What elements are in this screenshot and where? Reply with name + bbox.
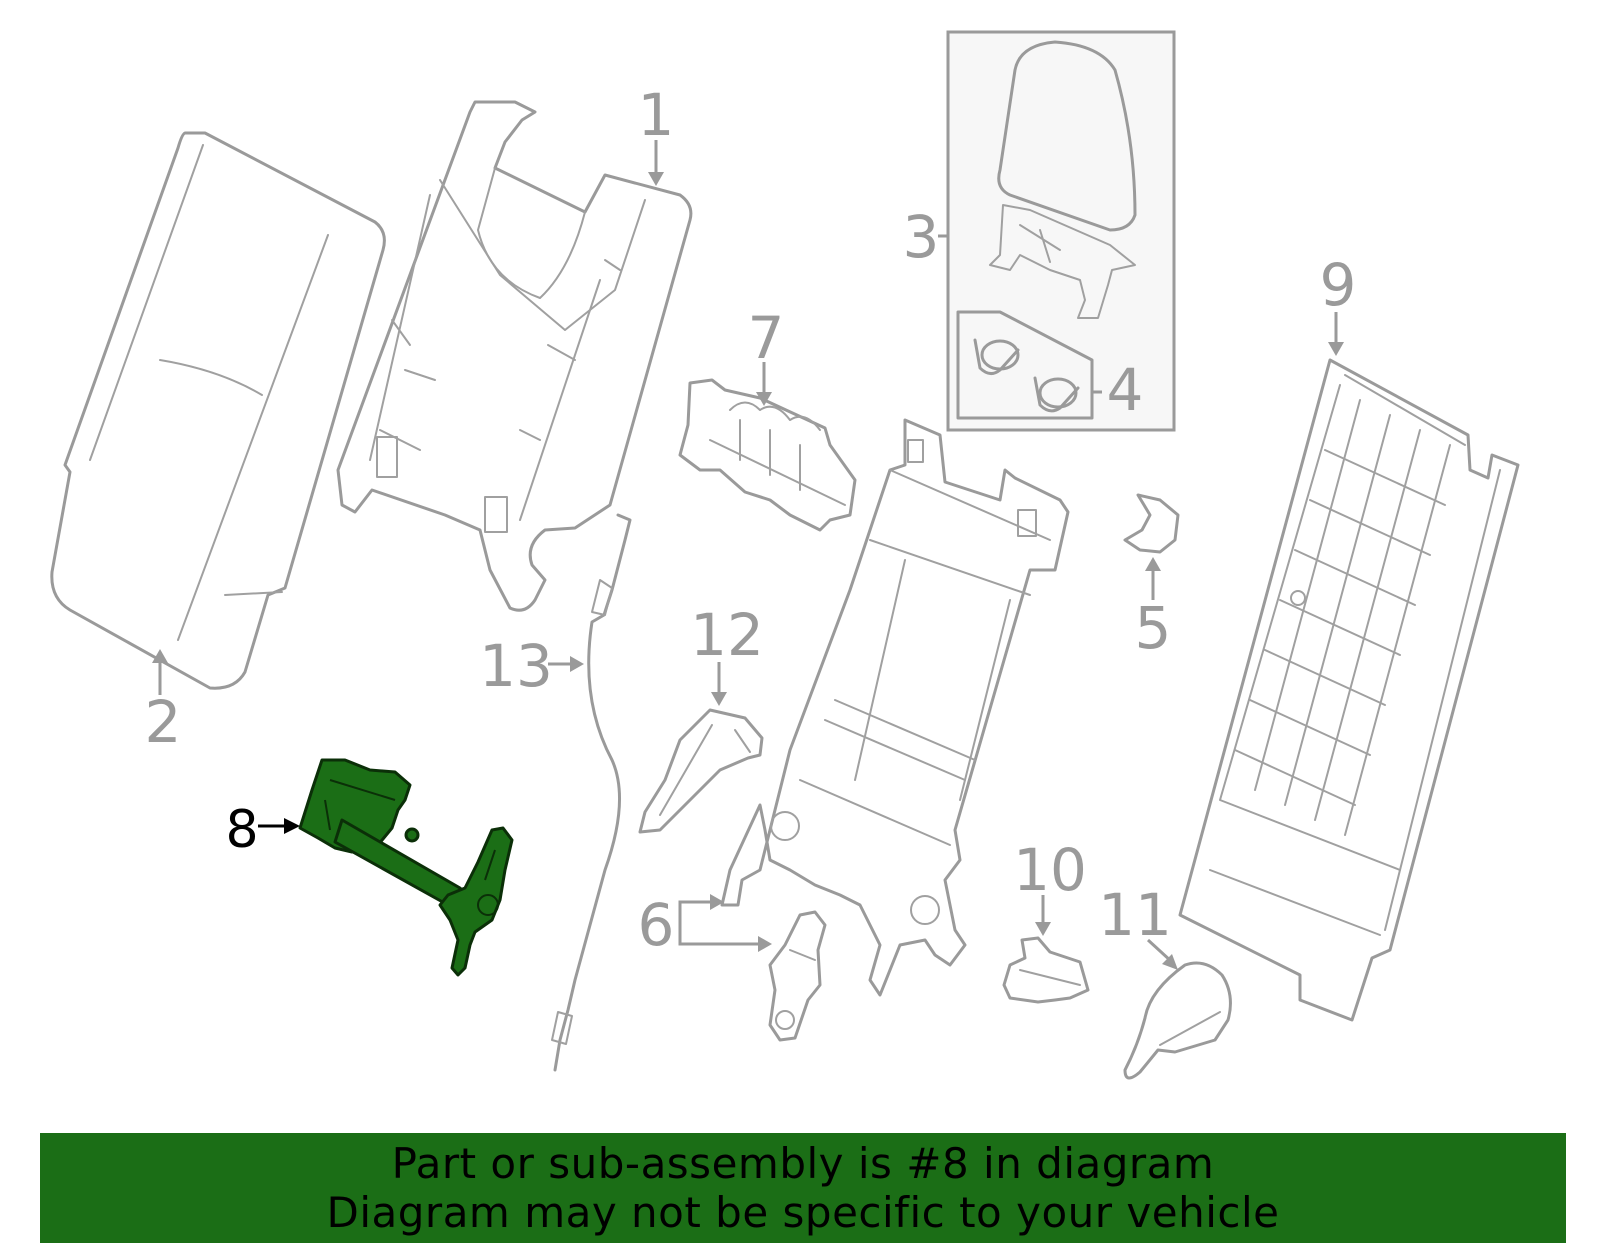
- callout-12[interactable]: 12: [690, 601, 764, 669]
- part-8-recliner-assembly[interactable]: [298, 758, 514, 977]
- leader-lines: [152, 140, 1344, 970]
- callout-10[interactable]: 10: [1013, 836, 1087, 904]
- callout-13[interactable]: 13: [479, 632, 553, 700]
- callout-4[interactable]: 4: [1107, 356, 1144, 424]
- part-9-rear-panel[interactable]: [1178, 358, 1520, 1022]
- callout-6[interactable]: 6: [638, 891, 675, 959]
- callout-7[interactable]: 7: [748, 304, 785, 372]
- part-13-release-cable[interactable]: [551, 513, 632, 1072]
- callouts: 1 2 3 4 5 6 7 8 9 10 11 12 13: [145, 81, 1357, 959]
- part-1-seatback-frame[interactable]: [336, 100, 693, 612]
- part-11-cover[interactable]: [1123, 961, 1232, 1080]
- part-5-clip[interactable]: [1123, 493, 1180, 554]
- callout-11[interactable]: 11: [1098, 881, 1172, 949]
- callout-5[interactable]: 5: [1135, 594, 1172, 662]
- part-6-seat-frame[interactable]: [720, 418, 1070, 997]
- part-10-latch[interactable]: [1002, 936, 1090, 1004]
- banner-line-1: Part or sub-assembly is #8 in diagram: [391, 1139, 1215, 1188]
- part-7-bracket[interactable]: [678, 378, 857, 532]
- part-2-seatback-cover[interactable]: [50, 131, 386, 690]
- part-6-recliner-motor[interactable]: [768, 910, 827, 1042]
- banner-line-2: Diagram may not be specific to your vehi…: [326, 1188, 1280, 1237]
- part-12-bracket[interactable]: [638, 708, 764, 834]
- callout-8[interactable]: 8: [225, 800, 258, 860]
- callout-2[interactable]: 2: [145, 688, 182, 756]
- callout-9[interactable]: 9: [1320, 251, 1357, 319]
- info-banner: Part or sub-assembly is #8 in diagram Di…: [40, 1133, 1566, 1243]
- part-4-headrest-guides[interactable]: [956, 310, 1094, 420]
- callout-1[interactable]: 1: [638, 81, 675, 149]
- part-3-headrest[interactable]: [989, 40, 1137, 319]
- callout-3[interactable]: 3: [903, 203, 940, 271]
